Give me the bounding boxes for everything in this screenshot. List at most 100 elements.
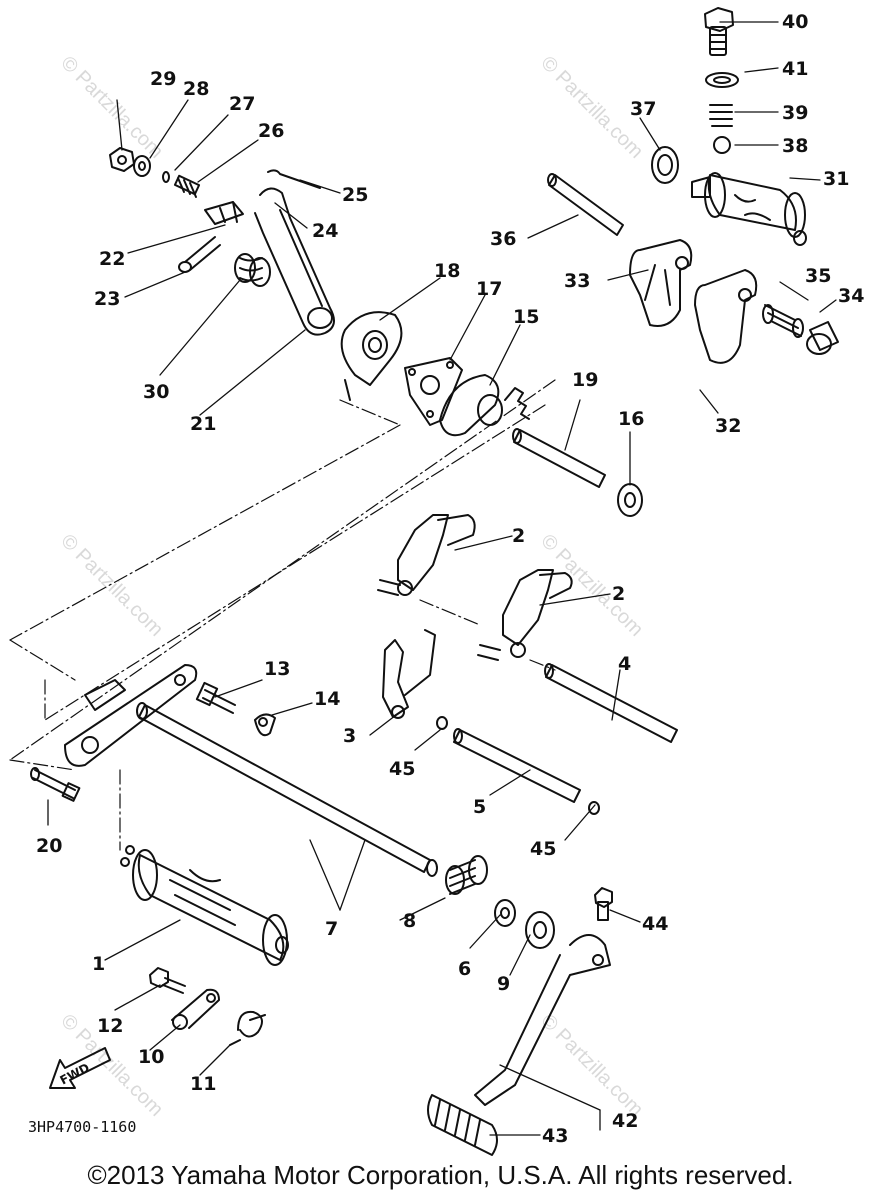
callout-22: 22: [99, 248, 126, 270]
callout-11: 11: [190, 1073, 217, 1095]
callout-38: 38: [782, 135, 809, 157]
diagram-code: 3HP4700-1160: [28, 1118, 137, 1136]
callout-19: 19: [572, 369, 599, 391]
callout-43: 43: [542, 1125, 569, 1147]
plate-17: [404, 357, 463, 426]
callout-21: 21: [190, 413, 217, 435]
clip-27: [162, 171, 170, 183]
bolt-12: [149, 967, 186, 994]
callout-24: 24: [312, 220, 339, 242]
shift-pedal-42: [474, 934, 611, 1106]
callout-30: 30: [143, 381, 170, 403]
copyright-notice: ©2013 Yamaha Motor Corporation, U.S.A. A…: [87, 1160, 794, 1190]
callout-27: 27: [229, 93, 256, 115]
plate-14: [254, 713, 276, 737]
washer-16: [617, 483, 643, 517]
callout-18: 18: [434, 260, 461, 282]
callout-5: 5: [473, 796, 487, 818]
callout-15: 15: [513, 306, 540, 328]
washer-28: [133, 155, 151, 177]
bolt-26: [173, 174, 201, 198]
spring-30: [234, 253, 271, 287]
fork-3: [382, 629, 436, 719]
callout-35: 35: [805, 265, 832, 287]
drum-31: [691, 172, 807, 246]
bolt-44: [594, 887, 613, 921]
callout-10: 10: [138, 1046, 165, 1068]
clip-45a: [436, 716, 448, 730]
shift-shaft-7: [136, 702, 438, 877]
callout-4: 4: [618, 653, 632, 675]
callout-36: 36: [490, 228, 517, 250]
callout-17: 17: [476, 278, 503, 300]
callout-14: 14: [314, 688, 341, 710]
callout-3: 3: [343, 725, 357, 747]
bearing-37: [651, 146, 679, 184]
drum-1: [120, 845, 289, 966]
plate-18: [340, 311, 403, 401]
callout-26: 26: [258, 120, 285, 142]
callout-37: 37: [630, 98, 657, 120]
callout-28: 28: [183, 78, 210, 100]
washer-41: [705, 72, 739, 88]
bolt-40: [704, 7, 734, 56]
callout-23: 23: [94, 288, 121, 310]
fork-2b: [477, 569, 573, 661]
ball-38: [713, 136, 731, 154]
callout-40: 40: [782, 11, 809, 33]
callout-41: 41: [782, 58, 809, 80]
callout-32: 32: [715, 415, 742, 437]
spring-11: [229, 1010, 266, 1046]
pin-25: [267, 169, 321, 189]
callout-12: 12: [97, 1015, 124, 1037]
spring-8: [445, 855, 488, 895]
fork-2a: [377, 514, 476, 596]
callout-33: 33: [564, 270, 591, 292]
callout-7: 7: [325, 918, 339, 940]
segment-15: [439, 374, 530, 437]
callout-39: 39: [782, 102, 809, 124]
arm-21: [254, 187, 335, 336]
callout-31: 31: [823, 168, 850, 190]
callout-45: 45: [389, 758, 416, 780]
callout-29: 29: [150, 68, 177, 90]
shaft-5: [453, 728, 581, 803]
leader-lines: [47, 21, 837, 1136]
construction-lines: [9, 379, 556, 851]
callout-9: 9: [497, 973, 511, 995]
fork-32: [694, 269, 758, 364]
collar-34: [806, 321, 839, 355]
spring-35: [762, 304, 804, 338]
shaft-36: [547, 173, 624, 236]
clip-45b: [588, 801, 600, 815]
callout-6: 6: [458, 958, 472, 980]
fwd-arrow-icon: [49, 1047, 111, 1089]
bolt-20: [30, 767, 81, 802]
callout-16: 16: [618, 408, 645, 430]
collar-9: [525, 911, 555, 949]
shaft-4: [544, 663, 678, 743]
callout-2: 2: [612, 583, 626, 605]
callout-25: 25: [342, 184, 369, 206]
callout-44: 44: [642, 913, 669, 935]
spring-39: [709, 104, 733, 127]
shaft-19: [512, 428, 606, 488]
callout-1: 1: [92, 953, 106, 975]
callout-45: 45: [530, 838, 557, 860]
lever-10: [171, 988, 220, 1030]
callout-34: 34: [838, 285, 865, 307]
callout-2: 2: [512, 525, 526, 547]
callout-42: 42: [612, 1110, 639, 1132]
callout-13: 13: [264, 658, 291, 680]
pedal-rubber-43: [427, 1094, 498, 1156]
fork-33: [629, 239, 693, 327]
nut-29: [109, 147, 135, 172]
callout-8: 8: [403, 910, 417, 932]
callout-20: 20: [36, 835, 63, 857]
washer-6: [494, 899, 516, 927]
joint-22: [204, 201, 244, 225]
shift-arm-left: [64, 664, 198, 767]
bolt-13: [195, 681, 236, 714]
